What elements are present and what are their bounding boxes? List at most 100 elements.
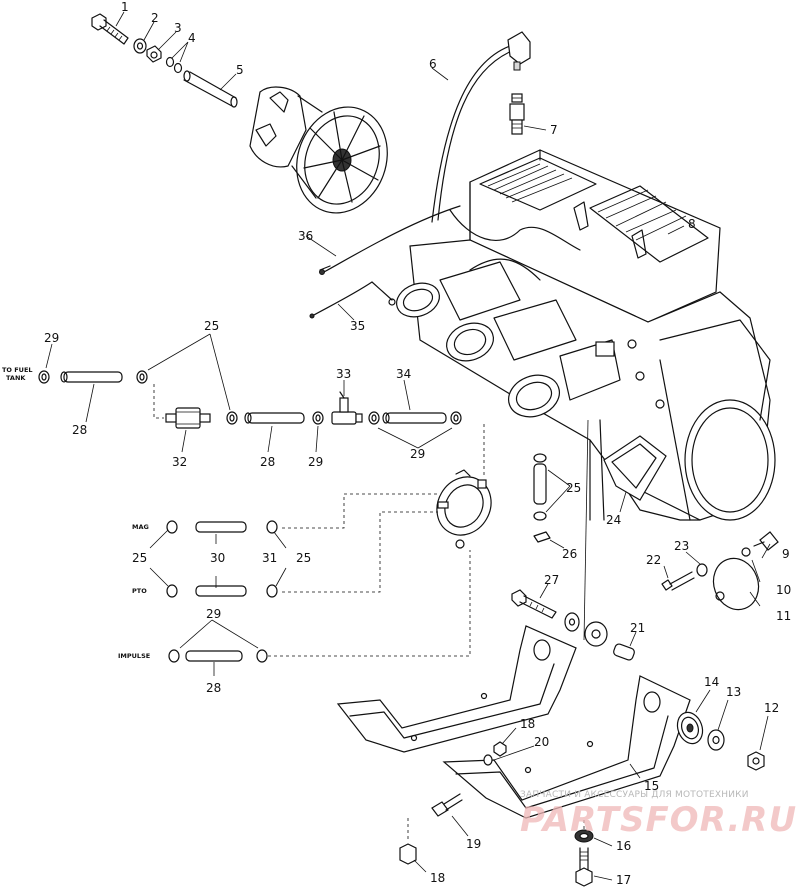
clamp-29-tank: [38, 370, 50, 384]
callout-29-tank: 29: [44, 331, 59, 345]
callout-11: 11: [776, 609, 791, 623]
impulse-label: IMPULSE: [118, 652, 150, 660]
callout-4: 4: [188, 31, 196, 45]
callout-22: 22: [646, 553, 661, 567]
callout-8: 8: [688, 217, 696, 231]
callout-20: 20: [534, 735, 549, 749]
spacer-21: [613, 643, 635, 661]
engine-assembly: [396, 149, 776, 521]
callout-25-right: 25: [296, 551, 311, 565]
screw-22: [661, 571, 695, 591]
callout-25-center: 25: [566, 481, 581, 495]
dash-mag: [282, 493, 438, 529]
callout-16: 16: [616, 839, 631, 853]
pulse-hose-center: [533, 453, 551, 543]
washer-13: [707, 729, 725, 751]
nut-12: [747, 751, 765, 771]
callout-15: 15: [644, 779, 659, 793]
callout-3: 3: [174, 21, 182, 35]
callout-19: 19: [466, 837, 481, 851]
callout-1: 1: [121, 0, 129, 14]
drive-bolt: [91, 13, 129, 45]
callout-7: 7: [550, 123, 558, 137]
drive-clutch: [249, 86, 388, 214]
screw-18-upper: [493, 741, 507, 757]
dash-impulse: [268, 550, 471, 657]
callout-26: 26: [562, 547, 577, 561]
callout-33: 33: [336, 367, 351, 381]
callout-25-left: 25: [132, 551, 147, 565]
mag-label: MAG: [132, 523, 149, 531]
callout-29-impulse: 29: [206, 607, 221, 621]
watermark-brand: PARTSFOR.RU: [520, 800, 798, 840]
callout-28-bottom: 28: [206, 681, 221, 695]
callout-21: 21: [630, 621, 645, 635]
throttle-cable: [319, 205, 461, 275]
clamp-29-right: [368, 411, 380, 425]
callout-23: 23: [674, 539, 689, 553]
dash-filter-in: [153, 384, 164, 419]
spacer-3: [146, 45, 162, 63]
callout-2: 2: [151, 11, 159, 25]
callout-10: 10: [776, 583, 791, 597]
clamp-25-b: [226, 411, 238, 425]
mag-line: [166, 520, 278, 534]
fuel-line-34: [382, 412, 447, 424]
callout-35: 35: [350, 319, 365, 333]
to-fuel-tank-label-1: TO FUEL: [2, 366, 33, 374]
callout-17: 17: [616, 873, 631, 887]
callout-numbers: 1 2 3 4 5 6 7 8 9 10 11 12 13 14 15 16 1…: [44, 0, 791, 887]
callout-32: 32: [172, 455, 187, 469]
impulse-line: [168, 649, 268, 663]
clamp-29-right2: [450, 411, 462, 425]
callout-31: 31: [262, 551, 277, 565]
fitting-9: [753, 531, 779, 551]
callout-14: 14: [704, 675, 719, 689]
clamp-25-a: [136, 370, 148, 384]
ignition-coil: [603, 435, 667, 501]
callout-29-right: 29: [410, 447, 425, 461]
spark-plug-wire: [431, 31, 531, 223]
guide-line: [583, 419, 589, 641]
callout-13: 13: [726, 685, 741, 699]
callout-9: 9: [782, 547, 790, 561]
callout-34: 34: [396, 367, 411, 381]
washer-20: [483, 754, 493, 766]
watermark-tagline: ЗАПЧАСТИ И АКСЕССУАРЫ ДЛЯ МОТОТЕХНИКИ: [520, 790, 749, 800]
rubber-mount-14: [676, 711, 704, 745]
washer-16: [574, 829, 594, 843]
pto-line: [166, 584, 278, 598]
callout-36: 36: [298, 229, 313, 243]
dash-pto: [282, 511, 438, 593]
choke-cable: [309, 281, 396, 319]
fuel-pump: [436, 469, 492, 549]
fuel-filter: [165, 407, 211, 429]
washer-23: [696, 563, 708, 577]
shutoff-valve: [331, 391, 363, 425]
bolt-17: [575, 847, 593, 887]
shaft-5: [183, 70, 238, 108]
callout-29-mid: 29: [308, 455, 323, 469]
callout-24: 24: [606, 513, 621, 527]
callout-27: 27: [544, 573, 559, 587]
fuel-line-28-mid: [244, 412, 305, 424]
callout-30: 30: [210, 551, 225, 565]
watermark: ЗАПЧАСТИ И АКСЕССУАРЫ ДЛЯ МОТОТЕХНИКИ PA…: [520, 790, 800, 880]
clamp-29-mid: [312, 411, 324, 425]
callout-12: 12: [764, 701, 779, 715]
leader-lines: [45, 11, 771, 881]
fuel-line-28-top: [60, 371, 123, 383]
callout-25-filter: 25: [204, 319, 219, 333]
callout-18-upper: 18: [520, 717, 535, 731]
screw-18-lower: [399, 843, 417, 865]
line-labels: TO FUEL TANK MAG PTO IMPULSE: [2, 366, 150, 660]
pulse-valve-11: [712, 547, 760, 611]
callout-5: 5: [236, 63, 244, 77]
callout-28-mid: 28: [260, 455, 275, 469]
engine-mount-right: [442, 675, 691, 819]
callout-28-top: 28: [72, 423, 87, 437]
washer-2: [133, 38, 147, 54]
to-fuel-tank-label-2: TANK: [6, 374, 26, 382]
